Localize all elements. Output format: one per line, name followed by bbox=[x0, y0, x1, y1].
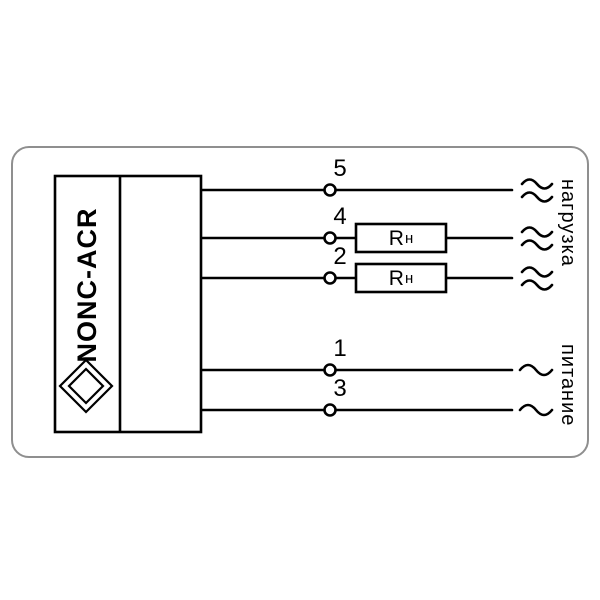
ac-symbol-double-5 bbox=[520, 178, 554, 203]
load-label: нагрузка bbox=[557, 179, 579, 267]
terminal-number-2: 2 bbox=[333, 243, 347, 270]
load-resistor-label-4: R н bbox=[356, 224, 446, 252]
ac-symbol-single-1 bbox=[518, 363, 554, 377]
resistor-symbol: R bbox=[388, 266, 404, 290]
terminal-number-4: 4 bbox=[333, 203, 347, 230]
terminal-circle-1 bbox=[323, 363, 337, 377]
sensor-body bbox=[53, 174, 203, 434]
load-resistor-box-4 bbox=[354, 222, 448, 254]
ac-symbol-single-3 bbox=[518, 403, 554, 417]
terminal-number-1: 1 bbox=[333, 335, 347, 362]
terminal-number-3: 3 bbox=[333, 375, 347, 402]
terminal-circle-5 bbox=[323, 183, 337, 197]
load-resistor-label-2: R н bbox=[356, 264, 446, 292]
sensor-face-icon bbox=[58, 358, 114, 414]
ac-symbol-double-4 bbox=[520, 226, 554, 251]
power-label: питание bbox=[557, 344, 579, 427]
load-resistor-box-2 bbox=[354, 262, 448, 294]
terminal-circle-4 bbox=[323, 231, 337, 245]
terminal-number-5: 5 bbox=[333, 155, 347, 182]
resistor-subscript: н bbox=[404, 270, 414, 287]
resistor-symbol: R bbox=[388, 226, 404, 250]
ac-symbol-double-2 bbox=[520, 266, 554, 291]
resistor-subscript: н bbox=[404, 230, 414, 247]
terminal-circle-2 bbox=[323, 271, 337, 285]
sensor-model-label: NONC-ACR bbox=[72, 207, 102, 363]
terminal-circle-3 bbox=[323, 403, 337, 417]
